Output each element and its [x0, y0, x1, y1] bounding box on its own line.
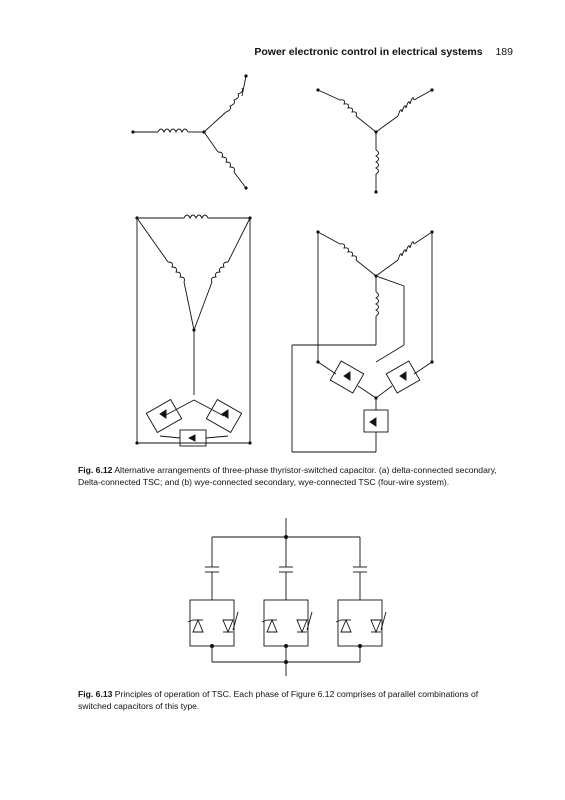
fig612b-wye-circuit — [291, 230, 434, 453]
fig612a-delta-circuit — [135, 214, 252, 447]
fig613-tsc-principle — [187, 518, 387, 676]
figure-label: Fig. 6.13 — [78, 689, 113, 699]
figure-6-12-caption: Fig. 6.12 Alternative arrangements of th… — [78, 464, 498, 488]
fig613-branch-1 — [187, 537, 239, 662]
figure-caption-text: Principles of operation of TSC. Each pha… — [78, 689, 479, 711]
figure-6-13-caption: Fig. 6.13 Principles of operation of TSC… — [78, 688, 498, 712]
figure-label: Fig. 6.12 — [78, 465, 113, 475]
fig613-branch-2 — [261, 537, 313, 662]
page-number: 189 — [495, 46, 513, 58]
running-header: Power electronic control in electrical s… — [254, 46, 513, 58]
fig613-branch-3 — [335, 537, 387, 662]
running-title: Power electronic control in electrical s… — [254, 46, 483, 58]
fig612b-wye-secondary — [316, 88, 434, 194]
fig612a-wye-secondary — [131, 74, 248, 190]
figure-caption-text: Alternative arrangements of three-phase … — [78, 465, 497, 487]
